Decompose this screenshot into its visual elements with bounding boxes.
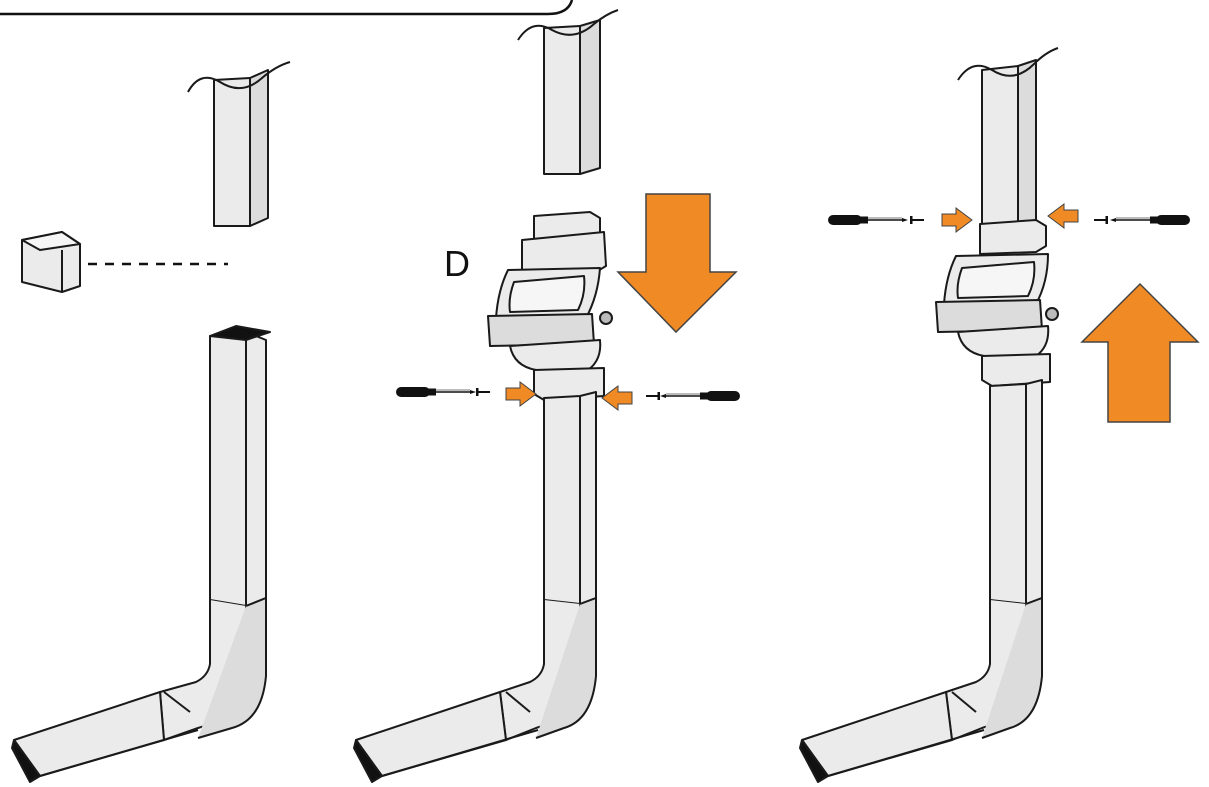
arrow-down-icon: [618, 194, 736, 332]
screwdriver-icon: [828, 215, 908, 225]
screwdriver-icon: [396, 387, 476, 397]
upper-pipe-stub: [188, 62, 290, 226]
rain-diverter: [936, 220, 1058, 386]
arrow-right-icon: [506, 382, 536, 406]
arrow-up-icon: [1082, 284, 1198, 422]
screwdriver-icon: [1110, 215, 1190, 225]
part-d-label: D: [444, 243, 470, 284]
arrow-left-icon: [602, 386, 632, 410]
rain-diverter: [488, 212, 612, 400]
screw-icon: [646, 392, 660, 400]
screw-icon: [476, 388, 490, 396]
arrow-left-icon: [1048, 204, 1078, 228]
panel-2: D: [354, 10, 618, 782]
panel-3: [800, 48, 1058, 782]
arrow-right-icon: [942, 208, 972, 232]
downpipe-2: [354, 392, 596, 782]
downpipe-1: [12, 326, 270, 782]
screw-icon: [1094, 216, 1108, 224]
top-frame-outline: [0, 0, 572, 14]
upper-pipe: [958, 48, 1058, 226]
screwdriver-icon: [660, 391, 740, 401]
screw-icon: [910, 216, 924, 224]
end-cap: [22, 232, 80, 292]
panel-1: [12, 62, 290, 782]
upper-pipe: [518, 10, 618, 174]
downpipe-3: [800, 380, 1042, 782]
